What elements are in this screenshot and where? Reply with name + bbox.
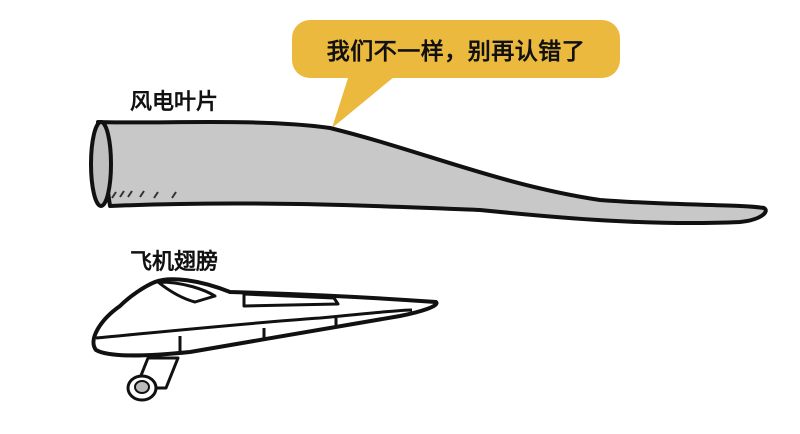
wind-blade-drawing xyxy=(89,120,768,226)
speech-bubble: 我们不一样，别再认错了 xyxy=(292,20,620,78)
speech-bubble-text: 我们不一样，别再认错了 xyxy=(326,39,586,65)
airplane-wing-label: 飞机翅膀 xyxy=(130,250,219,275)
airplane-wing-drawing xyxy=(91,277,439,402)
wind-blade-label: 风电叶片 xyxy=(130,90,219,115)
speech-bubble-tail xyxy=(332,72,400,128)
